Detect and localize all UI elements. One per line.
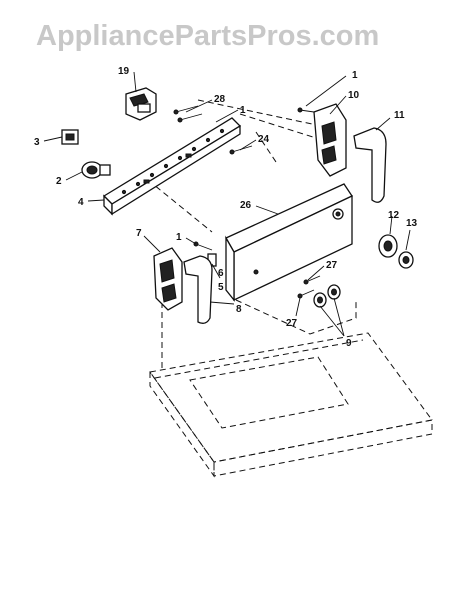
callout-27-upper: 27 xyxy=(326,260,338,271)
part-13-knob-cap xyxy=(398,251,414,269)
part-3-switch xyxy=(61,129,79,145)
callout-13: 13 xyxy=(406,218,418,229)
callout-3: 3 xyxy=(34,137,40,148)
callout-7: 7 xyxy=(136,228,142,239)
part-2-switch xyxy=(81,161,111,179)
part-26-console xyxy=(225,183,353,302)
washer-top-outline xyxy=(149,332,433,478)
callout-24: 24 xyxy=(258,134,270,145)
part-1-screw-lower xyxy=(193,241,213,251)
watermark-text: AppliancePartsPros.com xyxy=(36,20,379,52)
callout-1-left: 1 xyxy=(176,232,182,243)
part-7-end-bracket xyxy=(153,247,183,311)
part-10-end-bracket xyxy=(297,103,347,177)
callout-1-top: 1 xyxy=(240,105,246,116)
callout-6: 6 xyxy=(218,268,224,279)
callout-8: 8 xyxy=(236,304,242,315)
part-28-screws xyxy=(173,105,203,123)
callout-10: 10 xyxy=(348,90,360,101)
callout-19: 19 xyxy=(118,66,130,77)
part-8-end-cap xyxy=(183,255,213,324)
part-11-end-cap xyxy=(353,127,387,203)
callout-1-right: 1 xyxy=(352,70,358,81)
part-27-screws xyxy=(297,275,321,299)
callout-26: 26 xyxy=(240,200,252,211)
part-19-timer xyxy=(125,87,157,121)
part-9-knobs xyxy=(313,284,341,308)
part-12-knob xyxy=(378,234,398,258)
callout-2: 2 xyxy=(56,176,62,187)
bracket-holes xyxy=(121,128,225,195)
phantom-lines xyxy=(147,99,357,372)
callout-28: 28 xyxy=(214,94,226,105)
callout-9: 9 xyxy=(346,338,352,349)
part-4-control-bracket xyxy=(102,117,242,216)
leader-lines xyxy=(43,71,411,337)
part-24-screw xyxy=(229,145,253,155)
callout-12: 12 xyxy=(388,210,400,221)
callout-4: 4 xyxy=(78,197,84,208)
callout-5: 5 xyxy=(218,282,224,293)
callout-11: 11 xyxy=(394,110,405,121)
callout-27-lower: 27 xyxy=(286,318,298,329)
callout-labels: 19 28 1 1 10 11 3 2 4 24 26 12 13 7 1 5 … xyxy=(34,66,418,349)
